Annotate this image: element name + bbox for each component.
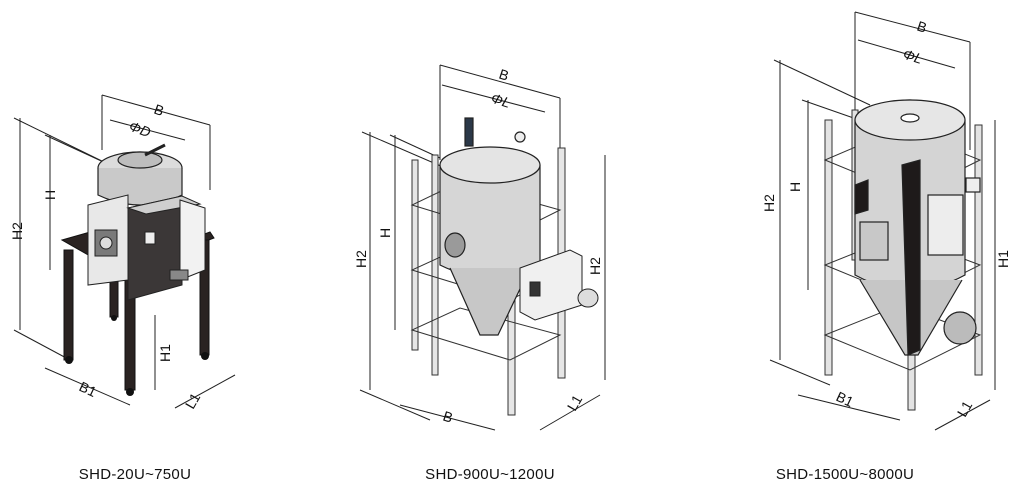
dim-label-h1: H1 [157,344,173,362]
dim-label-h1: H1 [995,250,1011,268]
dim-label-h2: H2 [9,222,25,240]
dim-label-b: B [915,18,929,36]
dim-label-b-top: B [497,66,511,84]
dim-label-b: B [152,101,166,119]
dim-label-phi-l: ΦL [901,46,925,67]
dim-label-h: H [787,182,803,192]
dim-label-l1: L1 [954,398,976,420]
dim-label-phi-d: ΦD [127,118,153,141]
dim-label-l1: L1 [182,390,204,412]
dim-label-h: H [377,228,393,238]
dim-label-l1: L1 [564,392,586,414]
model-panel-shd-20u-750u: B ΦD H H2 H1 B1 L1 SHD-20U~750U [0,0,330,487]
dim-label-h2-left: H2 [353,250,369,268]
dim-label-b-bottom: B [441,408,455,426]
dim-label-h: H [42,190,58,200]
model-caption: SHD-1500U~8000U [775,466,915,483]
dryer-drawing-medium: B ΦL H H2 H2 B L1 [353,64,606,431]
dryer-drawing-small: B ΦD H H2 H1 B1 L1 [9,94,236,412]
dryer-drawing-large: B ΦL H H2 H1 B1 L1 [761,11,1011,431]
model-panel-shd-1500u-8000u: B ΦL H H2 H1 B1 L1 SHD-1500U~8000U [670,0,1020,487]
model-caption: SHD-900U~1200U [425,466,555,483]
dim-label-b1: B1 [77,378,99,400]
dim-label-phi-l: ΦL [489,90,513,111]
dim-label-h2-right: H2 [587,257,603,275]
dim-label-h2: H2 [761,194,777,212]
model-caption: SHD-20U~750U [78,466,192,483]
dim-label-b1: B1 [834,388,856,410]
model-panel-shd-900u-1200u: B ΦL H H2 H2 B L1 SHD-900U~1200U [330,0,670,487]
